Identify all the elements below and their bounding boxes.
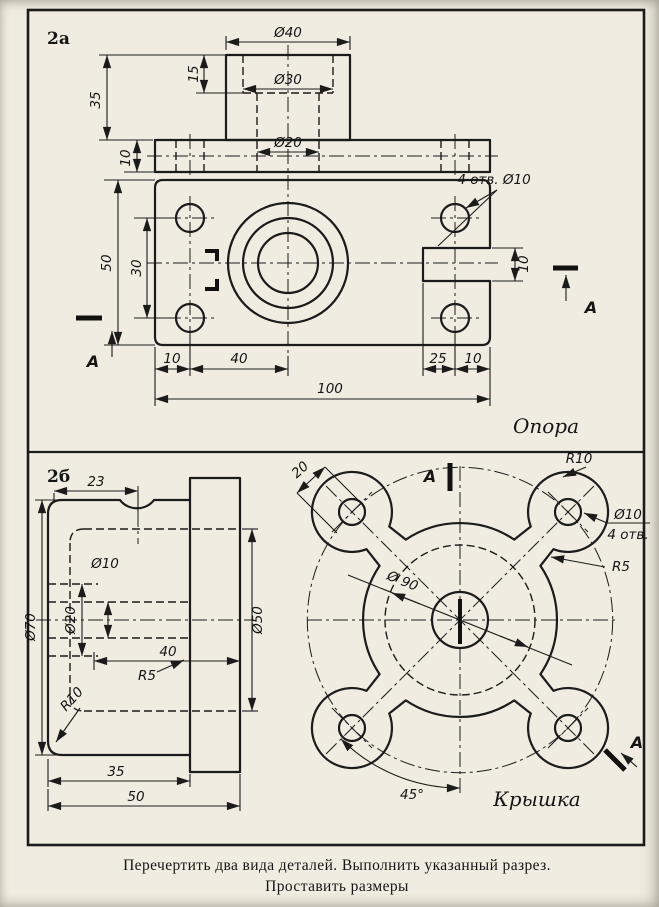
dim-d90: Ø 90 xyxy=(384,567,421,594)
dim-h15: 15 xyxy=(186,65,202,82)
caption: Перечертить два вида деталей. Выполнить … xyxy=(123,857,551,895)
panel-a-label: 2а xyxy=(47,29,70,49)
section-marks-2a: А А xyxy=(76,265,597,371)
drawing-frame xyxy=(26,8,646,847)
dim-b25: 25 xyxy=(429,351,446,367)
dim-r5-fillet: R5 xyxy=(612,559,630,575)
dim-t23: 23 xyxy=(87,474,104,490)
dim-d10: Ø10 xyxy=(90,556,119,572)
section-marks-2b: А А xyxy=(422,463,643,772)
dim-d40: Ø40 xyxy=(273,25,302,41)
dim-r10-lobe: R10 xyxy=(566,451,593,467)
holes-note-b-d10: Ø10 xyxy=(613,507,642,523)
dim-w40: 40 xyxy=(159,644,176,660)
caption-line1: Перечертить два вида деталей. Выполнить … xyxy=(123,857,551,874)
holes-note-b-count: 4 отв. xyxy=(607,527,648,543)
dim-b10l: 10 xyxy=(163,351,180,367)
section-step-mark xyxy=(205,279,219,291)
dim-d30: Ø30 xyxy=(273,72,302,88)
dim-r10: R10 xyxy=(57,684,87,714)
dim-d70: Ø70 xyxy=(23,613,39,642)
section-letter-a-right: А xyxy=(583,298,597,317)
panel-2b: 2б 23 Ø10 xyxy=(23,451,650,811)
dimensions-2b-side: 23 Ø10 Ø20 Ø70 40 R5 R10 xyxy=(23,474,266,811)
section-letter-b-bottom: А xyxy=(629,733,643,752)
part-name-opora: Опора xyxy=(513,414,579,438)
dim-off20: 20 xyxy=(289,458,312,481)
caption-line2: Проставить размеры xyxy=(265,878,409,895)
panel-b-label: 2б xyxy=(47,467,70,487)
section-letter-b-top: А xyxy=(422,467,436,486)
top-view-opora xyxy=(147,178,498,347)
dim-r5: R5 xyxy=(138,668,156,684)
section-letter-a-left: А xyxy=(85,352,99,371)
dim-a45: 45° xyxy=(400,787,424,803)
dim-w50: 50 xyxy=(127,789,144,805)
dim-d50: Ø50 xyxy=(250,606,266,635)
dim-v30: 30 xyxy=(129,259,145,276)
panel-2a: 2а xyxy=(47,25,597,438)
dimensions-2a: Ø40 15 Ø30 35 10 Ø20 4 отв. Ø10 xyxy=(88,25,532,406)
dim-b40: 40 xyxy=(230,351,247,367)
dim-h35: 35 xyxy=(88,91,104,108)
part-name-kryshka: Крышка xyxy=(492,787,580,811)
dim-d20: Ø20 xyxy=(273,135,302,151)
front-view-opora xyxy=(147,45,498,356)
dim-w35: 35 xyxy=(107,764,124,780)
dim-h10: 10 xyxy=(118,149,134,166)
dim-b100: 100 xyxy=(317,381,343,397)
dim-notch10: 10 xyxy=(516,255,532,272)
dim-v50: 50 xyxy=(99,254,115,271)
dim-d20: Ø20 xyxy=(63,606,79,635)
holes-note-a: 4 отв. Ø10 xyxy=(457,172,530,188)
dim-b10r: 10 xyxy=(464,351,481,367)
section-step-mark xyxy=(205,249,219,261)
